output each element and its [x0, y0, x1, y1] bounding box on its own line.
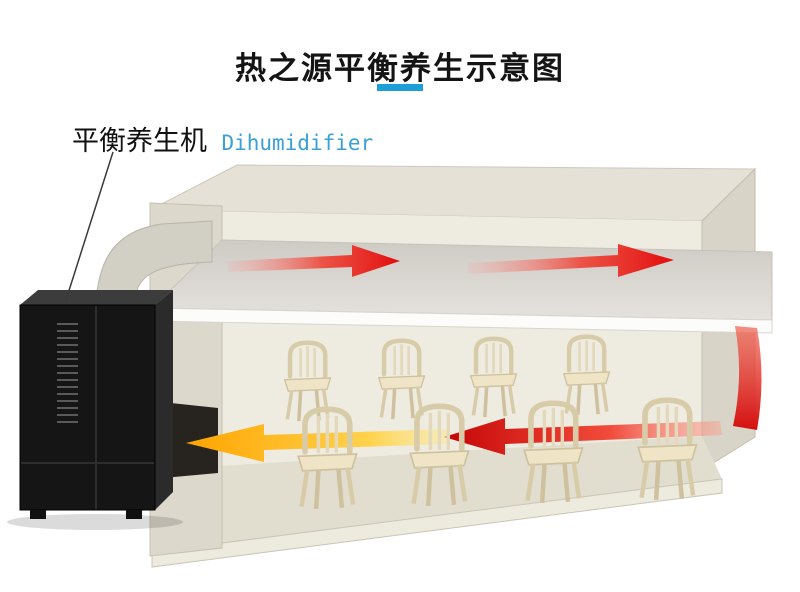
- page-title: 热之源平衡养生示意图: [235, 50, 565, 86]
- floor-front-edge: [151, 478, 723, 568]
- ceiling-slab: [150, 239, 773, 334]
- title-accent-bar: [377, 84, 423, 91]
- unit-side-face: [155, 290, 173, 510]
- unit-front-face: [19, 304, 156, 511]
- dehumidifier-unit: [7, 290, 183, 530]
- wall-downflow-arrow: [733, 326, 762, 430]
- floor: [152, 436, 722, 552]
- label-pointer-line: [65, 151, 114, 301]
- supply-arrow-1: [228, 245, 400, 277]
- unit-top-face: [20, 290, 173, 305]
- machine-label: 平衡养生机 Dihumidifier: [72, 119, 373, 158]
- supply-duct: [95, 220, 213, 306]
- machine-label-en: Dihumidifier: [221, 131, 374, 155]
- machine-label-zh: 平衡养生机: [72, 126, 207, 157]
- unit-foot-left: [30, 510, 46, 519]
- unit-vent-grille: [57, 323, 78, 423]
- ceiling-slab-top: [150, 239, 773, 321]
- room-shell: [149, 164, 757, 568]
- unit-foot-right: [126, 510, 142, 519]
- supply-arrow-2: [468, 244, 674, 277]
- return-arrow-red: [444, 418, 722, 455]
